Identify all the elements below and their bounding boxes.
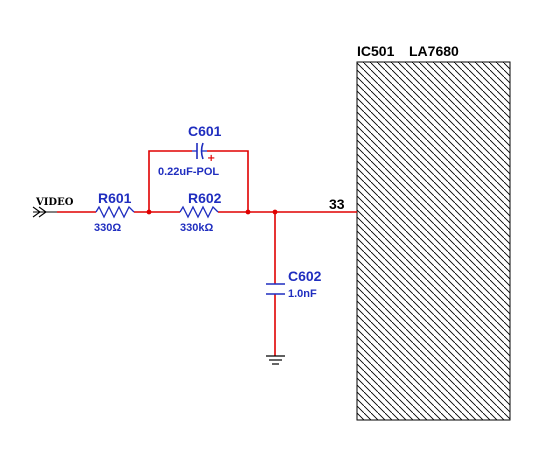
r602-ref: R602 — [188, 190, 222, 206]
c602-value: 1.0nF — [288, 288, 317, 300]
junction-dot — [272, 209, 278, 215]
ground-icon — [266, 355, 285, 365]
wire-c601-left — [148, 150, 192, 212]
ic501-designator: IC501 — [357, 43, 395, 59]
r601-ref: R601 — [98, 190, 132, 206]
resistor-icon — [95, 205, 135, 219]
c602-capacitor[interactable] — [266, 283, 285, 295]
c601-capacitor[interactable] — [192, 142, 207, 160]
r602-resistor[interactable] — [179, 205, 219, 219]
r602-value: 330kΩ — [180, 222, 213, 234]
resistor-icon — [179, 205, 219, 219]
junction-dot — [245, 209, 251, 215]
c601-value: 0.22uF-POL — [158, 166, 219, 178]
ic501-block[interactable] — [356, 61, 511, 421]
r601-resistor[interactable] — [95, 205, 135, 219]
junction-dot — [146, 209, 152, 215]
wires — [57, 150, 357, 356]
video-input-label: VIDEO — [35, 197, 74, 208]
r601-value: 330Ω — [94, 222, 121, 234]
c602-ref: C602 — [288, 268, 322, 284]
ic-pin-number: 33 — [329, 196, 345, 212]
video-input-port[interactable] — [32, 206, 57, 218]
junctions — [146, 209, 278, 215]
c601-polarity-mark: + — [207, 153, 215, 164]
c601-ref: C601 — [188, 123, 222, 139]
ic501-part-number: LA7680 — [409, 43, 459, 59]
wire-c601-right — [207, 150, 249, 212]
